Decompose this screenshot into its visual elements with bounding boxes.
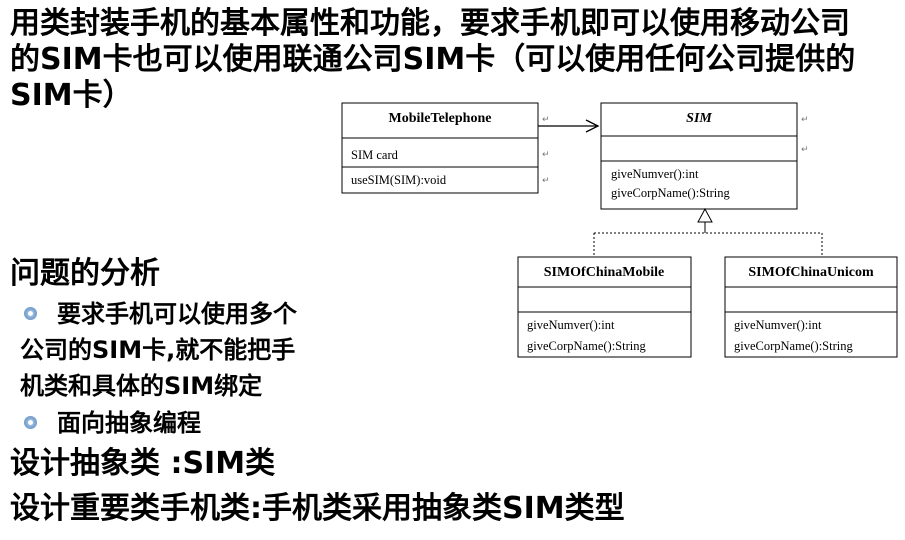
generalization-connector <box>593 207 823 256</box>
mobile-class-name: MobileTelephone <box>389 111 492 126</box>
china-mobile-method-givecorpname: giveCorpName():String <box>527 339 646 353</box>
design-abstract-class: 设计抽象类 :SIM类 <box>10 446 276 481</box>
paragraph-mark: ↵ <box>801 115 809 125</box>
china-mobile-class-name: SIMOfChinaMobile <box>544 265 665 280</box>
bullet-continuation: 公司的SIM卡,就不能把手 <box>20 336 296 364</box>
class-sim-china-mobile: SIMOfChinaMobile giveNumver():int giveCo… <box>517 256 692 358</box>
design-important-class: 设计重要类手机类:手机类采用抽象类SIM类型 <box>10 491 625 526</box>
mobile-field-sim-card: SIM card <box>351 148 399 162</box>
bullet-item: 要求手机可以使用多个 <box>24 298 297 330</box>
china-mobile-method-givenumver: giveNumver():int <box>527 318 615 332</box>
sim-method-givecorpname: giveCorpName():String <box>611 186 730 200</box>
paragraph-mark: ↵ <box>542 115 550 125</box>
paragraph-mark: ↵ <box>542 176 550 186</box>
bullet-icon <box>24 415 37 429</box>
paragraph-mark: ↵ <box>542 150 550 160</box>
china-unicom-class-name: SIMOfChinaUnicom <box>748 265 874 280</box>
bullet-text: 要求手机可以使用多个 <box>57 300 297 328</box>
class-sim-china-unicom: SIMOfChinaUnicom giveNumver():int giveCo… <box>724 256 898 358</box>
bullet-text: 面向抽象编程 <box>57 409 201 437</box>
association-arrow <box>538 119 600 133</box>
china-unicom-method-givecorpname: giveCorpName():String <box>734 339 853 353</box>
class-mobile-telephone: MobileTelephone SIM card useSIM(SIM):voi… <box>341 102 550 194</box>
paragraph-mark: ↵ <box>801 145 809 155</box>
sim-class-name: SIM <box>686 111 712 126</box>
sim-method-givenumver: giveNumver():int <box>611 167 699 181</box>
page-title: 用类封装手机的基本属性和功能，要求手机即可以使用移动公司的SIM卡也可以使用联通… <box>10 6 856 113</box>
mobile-method-usesim: useSIM(SIM):void <box>351 173 447 187</box>
analysis-heading: 问题的分析 <box>10 256 160 291</box>
bullet-item: 面向抽象编程 <box>24 407 201 439</box>
bullet-icon <box>24 306 37 320</box>
class-sim: SIM giveNumver():int giveCorpName():Stri… <box>600 102 809 210</box>
china-unicom-method-givenumver: giveNumver():int <box>734 318 822 332</box>
bullet-continuation: 机类和具体的SIM绑定 <box>20 372 263 400</box>
